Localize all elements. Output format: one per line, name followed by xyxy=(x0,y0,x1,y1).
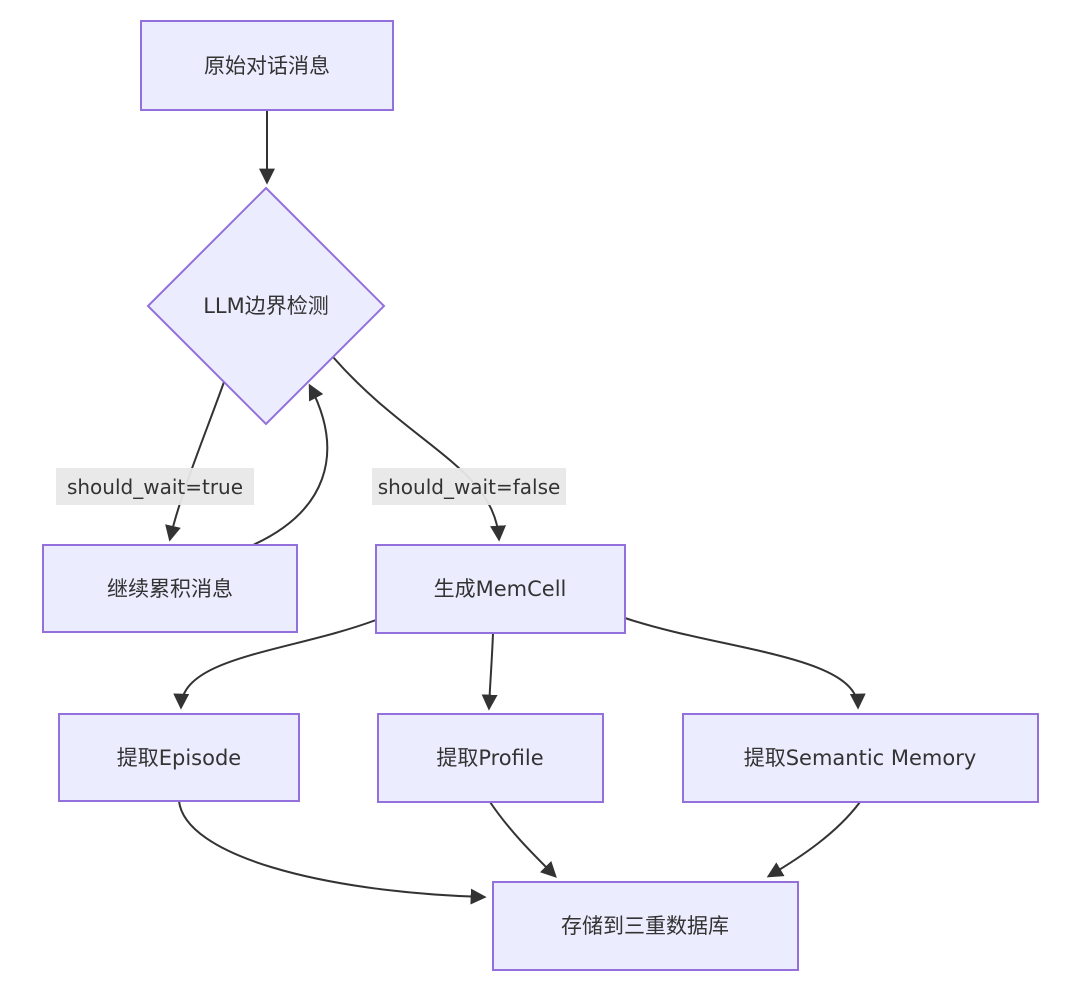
node-extract-semantic-memory-box xyxy=(682,713,1039,803)
edge-episode-to-store xyxy=(178,800,487,905)
edge-label-should-wait-false: should_wait=false xyxy=(372,468,566,505)
node-extract-profile-label: 提取Profile xyxy=(436,746,543,770)
edge-label-should-wait-true-text: should_wait=true xyxy=(67,475,243,499)
node-continue-accumulate-box xyxy=(42,544,298,633)
edge-memcell-to-profile xyxy=(481,632,498,711)
node-store-triple-database-box xyxy=(492,881,799,971)
edge-label-should-wait-true-bg xyxy=(56,468,254,505)
edge-profile-to-store xyxy=(489,801,557,878)
node-generate-memcell: 生成MemCell xyxy=(375,544,626,634)
edges xyxy=(165,110,866,905)
node-store-triple-database-label: 存储到三重数据库 xyxy=(561,914,729,938)
edge-label-should-wait-false-bg xyxy=(372,468,566,505)
node-llm-boundary-detection-label: LLM边界检测 xyxy=(203,294,329,318)
node-extract-profile-box xyxy=(377,713,604,803)
node-continue-accumulate: 继续累积消息 xyxy=(42,544,298,633)
edge-detect-to-accumulate xyxy=(165,381,225,542)
node-llm-boundary-detection-diamond xyxy=(146,186,386,426)
node-generate-memcell-label: 生成MemCell xyxy=(434,577,567,601)
node-extract-profile: 提取Profile xyxy=(377,713,604,803)
edge-memcell-to-episode xyxy=(173,619,377,710)
edge-label-should-wait-false-text: should_wait=false xyxy=(378,475,561,499)
node-llm-boundary-detection: LLM边界检测 xyxy=(146,186,386,426)
node-extract-episode-box xyxy=(58,713,300,802)
edge-semantic-to-store xyxy=(766,801,861,878)
node-extract-episode: 提取Episode xyxy=(58,713,300,802)
node-store-triple-database: 存储到三重数据库 xyxy=(492,881,799,971)
node-extract-semantic-memory: 提取Semantic Memory xyxy=(682,713,1039,803)
node-raw-messages-label: 原始对话消息 xyxy=(204,54,330,78)
node-extract-semantic-memory-label: 提取Semantic Memory xyxy=(744,746,977,770)
edge-accumulate-to-detect xyxy=(252,383,329,546)
node-raw-messages-box xyxy=(140,20,394,111)
edge-memcell-to-semantic xyxy=(624,617,866,710)
node-generate-memcell-box xyxy=(375,544,626,634)
node-continue-accumulate-label: 继续累积消息 xyxy=(107,577,233,601)
node-extract-episode-label: 提取Episode xyxy=(117,746,241,770)
node-raw-messages: 原始对话消息 xyxy=(140,20,394,111)
edge-detect-to-memcell xyxy=(332,356,507,542)
edge-label-should-wait-true: should_wait=true xyxy=(56,468,254,505)
